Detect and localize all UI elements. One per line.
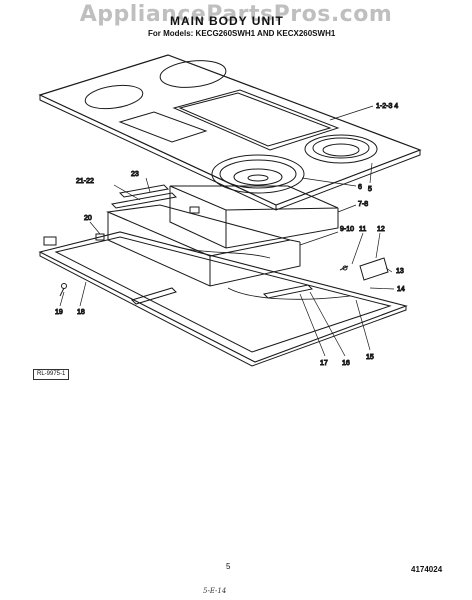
callout-11: 11	[359, 226, 366, 233]
lower-box	[105, 204, 301, 287]
base-pan	[38, 231, 408, 367]
callout-7-8: 7-8	[358, 201, 368, 208]
page-title: MAIN BODY UNIT	[170, 14, 284, 28]
callout-13: 13	[396, 268, 404, 275]
handwritten-note: 5-E-14	[203, 587, 227, 595]
callout-21-22: 21-22	[76, 178, 94, 185]
drawing-code: RL-9975-1	[33, 369, 70, 380]
cooktop-top	[38, 54, 422, 211]
callout-6: 6	[358, 184, 362, 191]
callout-17: 17	[320, 360, 328, 367]
callout-9-10: 9-10	[340, 226, 354, 233]
page-number: 5	[226, 562, 231, 571]
document-number: 4174024	[411, 565, 443, 574]
leader-lines	[59, 105, 395, 357]
watermark: AppliancePartsPros.com	[79, 2, 393, 27]
callout-15: 15	[366, 354, 374, 361]
trim-strips	[131, 284, 314, 305]
element-well	[211, 154, 305, 194]
mounting-brackets	[339, 257, 389, 281]
callout-14: 14	[397, 286, 405, 293]
side-brackets	[110, 184, 178, 209]
upper-box	[169, 185, 339, 249]
callout-18: 18	[77, 309, 85, 316]
page-subtitle: For Models: KECG260SWH1 AND KECX260SWH1	[148, 29, 336, 38]
wiring	[169, 244, 351, 300]
callout-19: 19	[55, 309, 63, 316]
callout-1-2-3-4: 1-2-3 4	[376, 103, 398, 110]
callout-16: 16	[342, 360, 350, 367]
screw	[59, 283, 67, 297]
callout-5: 5	[368, 186, 372, 193]
callout-20: 20	[84, 215, 92, 222]
callout-23: 23	[131, 171, 139, 178]
callout-12: 12	[377, 226, 385, 233]
